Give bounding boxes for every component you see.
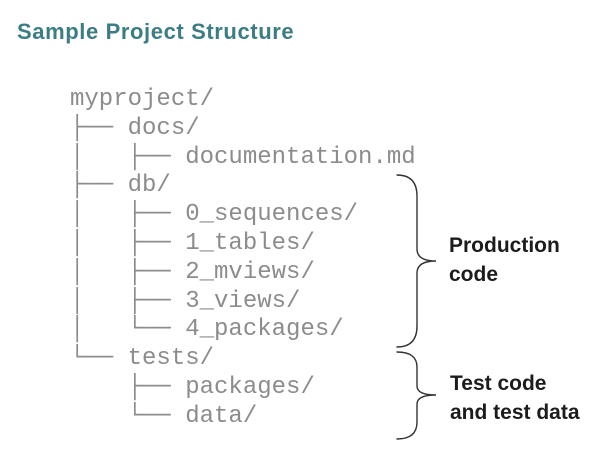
production-code-label-line1: Production: [449, 234, 560, 257]
test-data-label-line2: and test data: [450, 401, 580, 424]
production-brace-icon: [396, 174, 437, 348]
production-code-label: Production code: [449, 231, 560, 289]
test-data-label: Test code and test data: [450, 369, 580, 427]
production-code-label-line2: code: [449, 263, 499, 286]
directory-tree: myproject/ ├── docs/ │ ├── documentation…: [70, 86, 416, 430]
test-data-label-line1: Test code: [450, 372, 547, 395]
figure-title: Sample Project Structure: [17, 19, 295, 44]
test-brace-icon: [396, 351, 437, 440]
